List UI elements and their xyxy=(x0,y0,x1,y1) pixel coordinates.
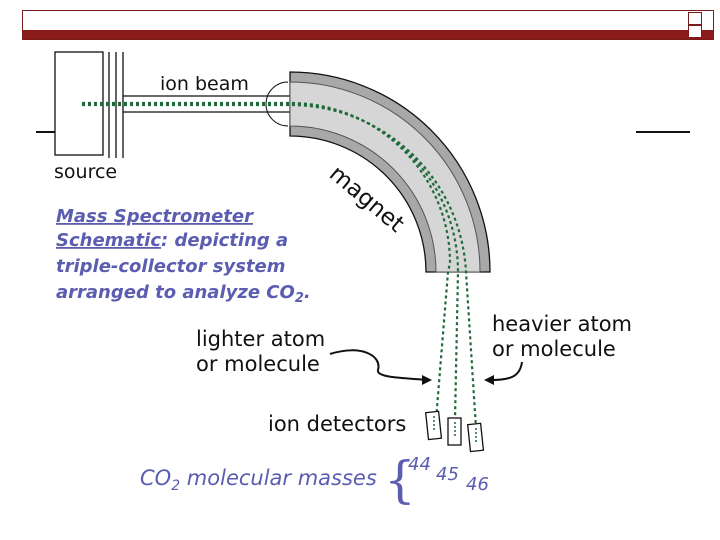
caption-line4-prefix: arranged to analyze CO xyxy=(56,282,295,303)
heavier-label-line1: heavier atom xyxy=(492,312,632,336)
mass-44: 44 xyxy=(408,454,431,475)
lighter-arrow-head xyxy=(422,375,432,385)
masses-label: CO2 molecular masses xyxy=(140,466,377,494)
caption-line1: Mass Spectrometer xyxy=(56,206,254,227)
caption-line4-sub: 2 xyxy=(295,291,304,306)
lighter-label-line2: or molecule xyxy=(196,352,320,376)
heavier-arrow xyxy=(489,361,523,381)
ion-beam-label: ion beam xyxy=(160,73,249,95)
caption-line2: Schematic: depicting a xyxy=(56,230,288,251)
caption-line4-suffix: . xyxy=(304,282,311,303)
masses-suffix: molecular masses xyxy=(180,466,377,490)
caption-line2-rest: : depicting a xyxy=(161,230,288,251)
ion-detectors-label: ion detectors xyxy=(268,412,406,436)
masses-co: CO xyxy=(140,466,171,490)
magnet-entry-edge xyxy=(265,81,289,127)
lighter-arrow xyxy=(329,349,429,381)
ion-path-heavy xyxy=(82,103,478,429)
magnet-inner-body xyxy=(289,81,481,273)
right-rule xyxy=(636,131,690,133)
ion-paths xyxy=(82,101,478,429)
header-bar xyxy=(22,10,714,40)
ion-path-light xyxy=(82,101,452,421)
header-band xyxy=(23,30,713,39)
caption-line3: triple-collector system xyxy=(56,256,285,277)
heavier-label-line2: or molecule xyxy=(492,337,616,361)
header-corner-box-bottom xyxy=(688,25,702,38)
mass-45: 45 xyxy=(436,464,459,485)
lighter-label-line1: lighter atom xyxy=(196,327,325,351)
source-label: source xyxy=(54,161,117,183)
masses-sub: 2 xyxy=(171,478,180,494)
caption-schematic: Schematic xyxy=(56,230,161,251)
header-corner-box-top xyxy=(688,12,702,25)
masses-brace: { xyxy=(384,451,416,509)
mass-46: 46 xyxy=(466,474,489,495)
heavier-arrow-head xyxy=(484,375,494,385)
caption-line4: arranged to analyze CO2. xyxy=(56,282,311,306)
